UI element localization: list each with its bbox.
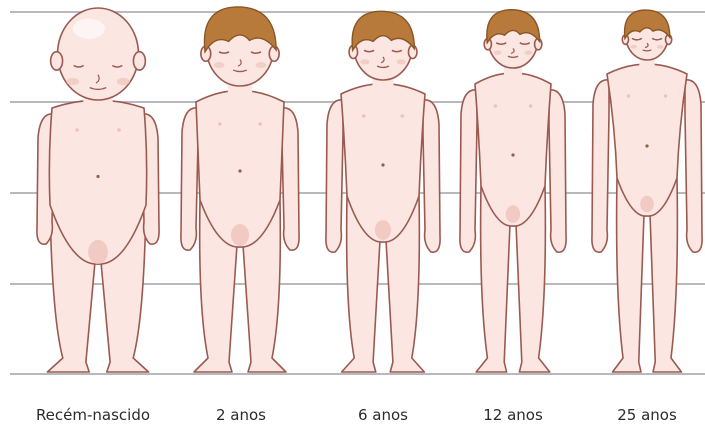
cheek (494, 50, 502, 54)
figure-newborn (37, 8, 159, 372)
label-newborn: Recém-nascido (18, 406, 168, 424)
cheek (256, 62, 267, 68)
left-arm (460, 90, 477, 252)
cheek (66, 78, 79, 85)
figure-age-12 (460, 10, 566, 372)
label-age-2: 2 anos (166, 406, 316, 424)
nipple (258, 122, 262, 126)
navel (96, 175, 99, 178)
figure-age-6 (326, 11, 440, 372)
left-arm (326, 100, 343, 252)
navel (381, 163, 384, 166)
groin (375, 220, 391, 240)
cheek (117, 78, 130, 85)
groin (506, 205, 520, 223)
nipple (218, 122, 222, 126)
cheek (524, 50, 532, 54)
figure-age-2 (181, 7, 299, 372)
cheek (214, 62, 225, 68)
cheek (397, 59, 406, 64)
figures-layer (37, 7, 702, 372)
nipple (494, 104, 498, 108)
nipple (75, 128, 79, 132)
cheek (657, 45, 664, 49)
right-arm (549, 90, 566, 252)
navel (238, 169, 241, 172)
cheek (360, 59, 369, 64)
figure-age-25 (592, 10, 702, 372)
ear (133, 52, 145, 70)
nipple (627, 94, 631, 98)
nipple (117, 128, 121, 132)
navel (511, 153, 514, 156)
label-age-25: 25 anos (572, 406, 705, 424)
left-arm (181, 108, 198, 250)
nipple (401, 114, 405, 118)
groin (231, 224, 249, 246)
right-arm (423, 100, 440, 252)
ear (51, 52, 63, 70)
nipple (664, 94, 668, 98)
groin (640, 196, 654, 213)
right-arm (282, 108, 299, 250)
right-arm (685, 80, 702, 252)
scalp-highlight (73, 19, 105, 39)
left-arm (592, 80, 609, 252)
label-age-12: 12 anos (438, 406, 588, 424)
groin (88, 240, 108, 264)
label-age-6: 6 anos (308, 406, 458, 424)
nipple (529, 104, 533, 108)
navel (645, 144, 648, 147)
nipple (362, 114, 366, 118)
cheek (630, 45, 637, 49)
